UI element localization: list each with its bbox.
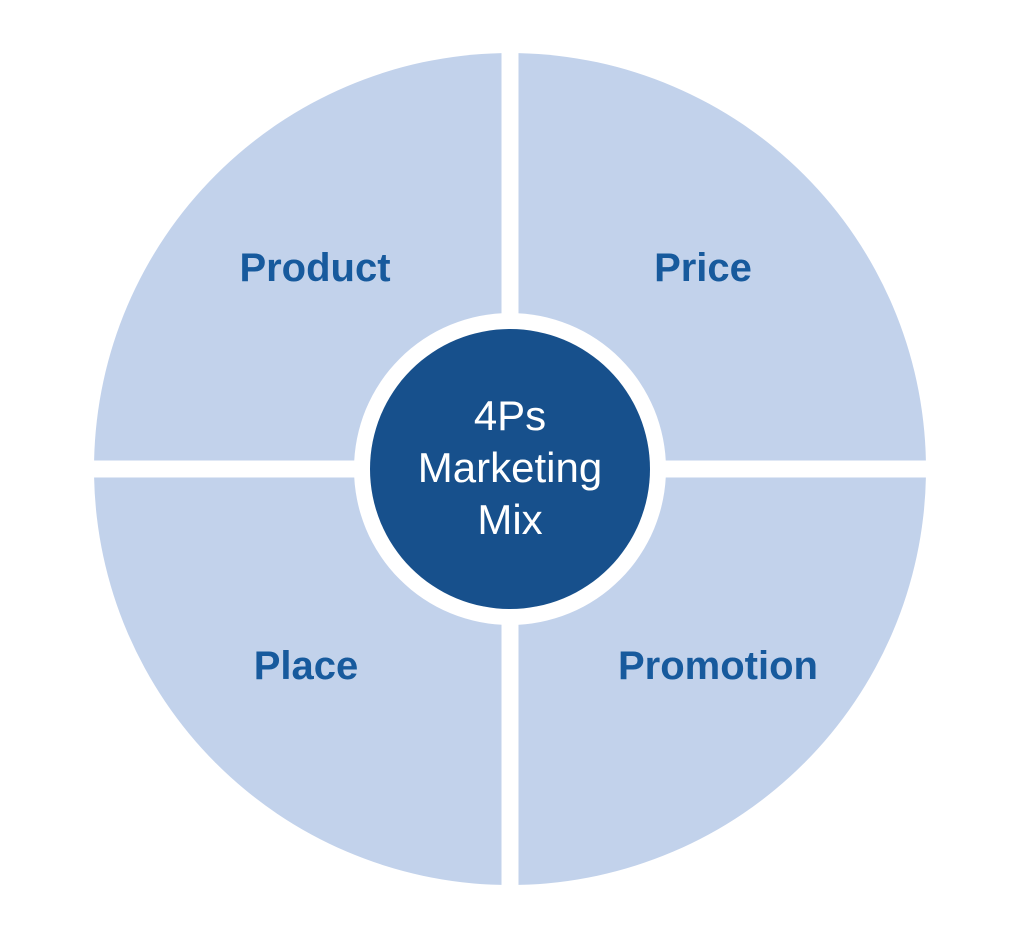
- quadrant-product: [94, 53, 502, 461]
- quadrant-place: [94, 477, 502, 885]
- center-text-line-3: Mix: [477, 496, 542, 543]
- quadrant-price: [518, 53, 926, 461]
- label-product: Product: [239, 246, 390, 290]
- quadrant-promotion: [518, 477, 926, 885]
- label-place: Place: [254, 644, 359, 688]
- label-price: Price: [654, 246, 752, 290]
- center-circle: [370, 329, 650, 609]
- center-text-line-2: Marketing: [418, 444, 602, 491]
- label-promotion: Promotion: [618, 644, 818, 688]
- center-text-line-1: 4Ps: [474, 392, 546, 439]
